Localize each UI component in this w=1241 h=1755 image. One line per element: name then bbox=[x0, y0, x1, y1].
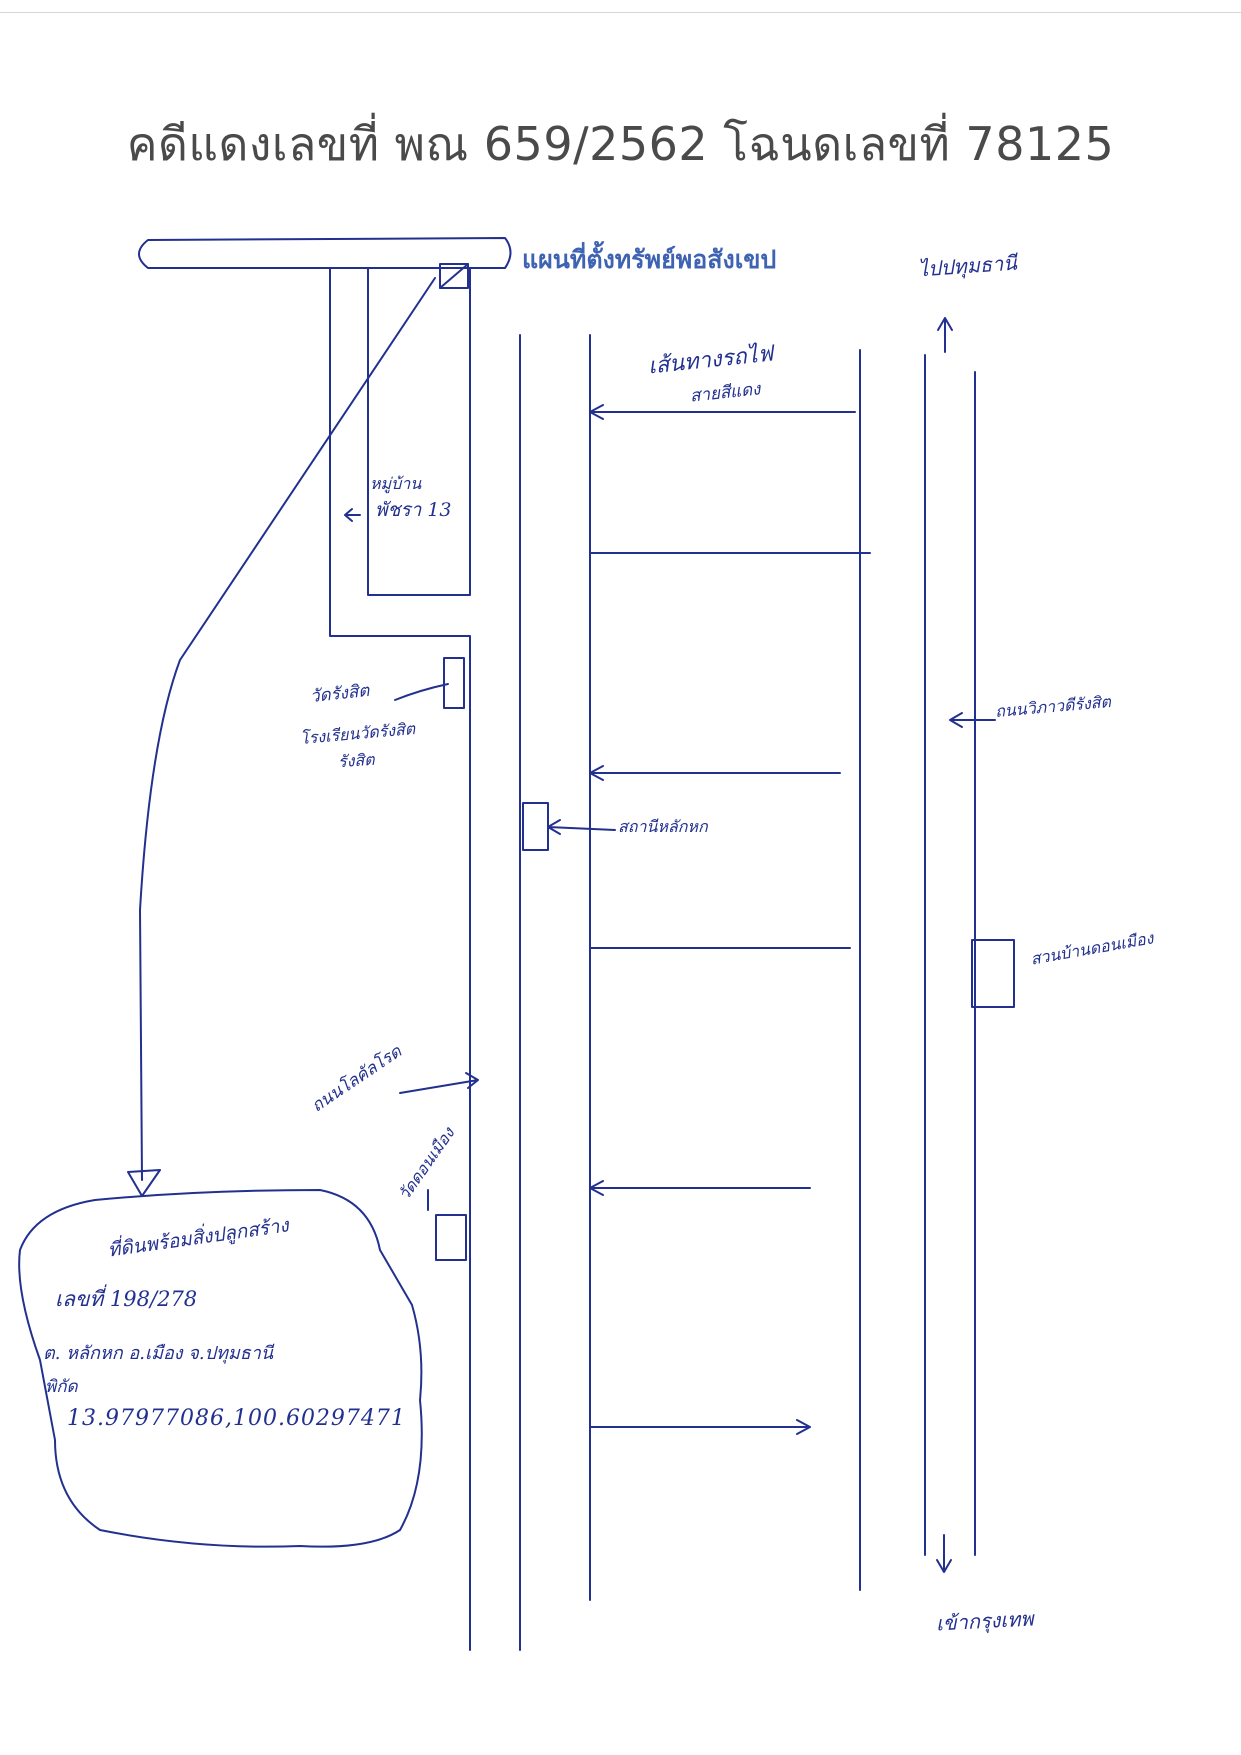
map-heading: แผนที่ตั้งทรัพย์พอสังเขป bbox=[522, 245, 777, 274]
label-temple-school-2: รังสิต bbox=[337, 749, 376, 772]
south-arrow bbox=[936, 1534, 952, 1573]
station-box bbox=[522, 802, 549, 851]
property-coords-label: พิกัด bbox=[45, 1377, 78, 1397]
label-station-lak-hok: สถานีหลักหก bbox=[618, 817, 708, 836]
guide-arrow bbox=[127, 1169, 161, 1197]
label-village-soi: พัชรา 13 bbox=[375, 499, 452, 521]
rung-6 bbox=[589, 1419, 811, 1435]
park-box bbox=[971, 939, 1015, 1008]
page-top-rule bbox=[0, 12, 1241, 13]
street-arrow bbox=[399, 1072, 479, 1094]
rung-5 bbox=[589, 1180, 811, 1196]
temple-box bbox=[443, 657, 465, 709]
north-arrow bbox=[937, 317, 953, 353]
page-title: คดีแดงเลขที่ พณ 659/2562 โฉนดเลขที่ 7812… bbox=[126, 117, 1115, 171]
station-arrow bbox=[547, 819, 616, 835]
rung-3 bbox=[589, 765, 841, 781]
rung-1 bbox=[589, 404, 856, 420]
property-marker-box bbox=[439, 263, 469, 289]
property-address: ต. หลักหก อ.เมือง จ.ปทุมธานี bbox=[43, 1343, 274, 1364]
road-arrow bbox=[949, 712, 996, 728]
village-soi bbox=[329, 267, 471, 1651]
temple-arrow bbox=[394, 683, 449, 701]
guide-line bbox=[139, 277, 436, 1181]
property-number: เลขที่ 198/278 bbox=[55, 1287, 198, 1311]
property-blob bbox=[18, 1189, 423, 1548]
property-coords: 13.97977086,100.60297471 bbox=[67, 1406, 406, 1431]
village-soi-inner bbox=[367, 267, 471, 596]
top-road bbox=[138, 237, 512, 269]
label-village: หมู่บ้าน bbox=[370, 474, 422, 493]
village-arrow bbox=[344, 508, 361, 522]
soi-box bbox=[435, 1214, 467, 1261]
